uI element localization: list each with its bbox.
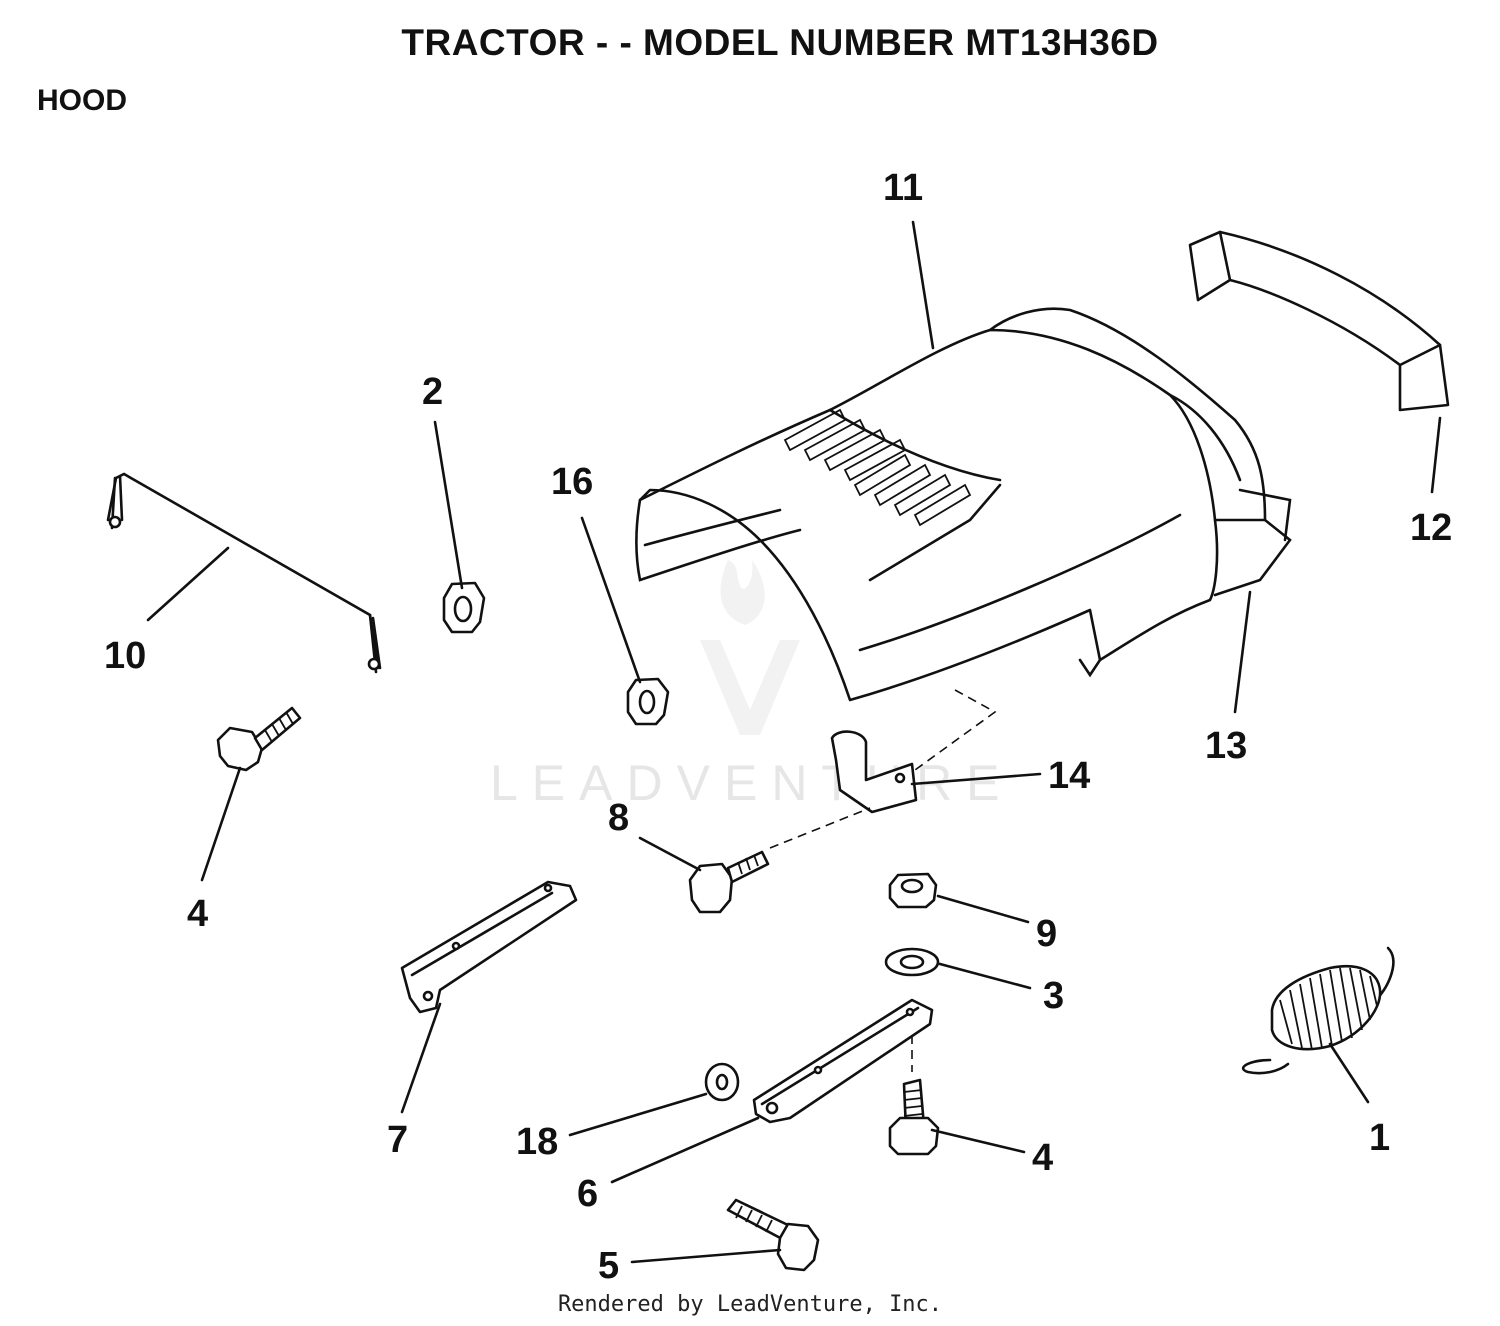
callout-1: 1 (1369, 1117, 1390, 1159)
callout-8: 8 (608, 797, 629, 839)
section-title: HOOD (37, 84, 127, 117)
callout-12: 12 (1410, 507, 1452, 549)
clip-bracket-part[interactable] (830, 730, 918, 814)
washer-part-3[interactable] (884, 947, 940, 977)
washer-part-18[interactable] (704, 1062, 740, 1102)
bolt-part-5[interactable] (726, 1198, 820, 1272)
nut-part[interactable] (442, 581, 486, 634)
watermark-logo (700, 560, 800, 735)
bracket-part-7[interactable] (400, 880, 578, 1014)
callout-4-lower: 4 (1032, 1137, 1053, 1179)
assembly-leader-lines (769, 689, 997, 1072)
bolt-part-8[interactable] (688, 850, 770, 914)
callout-7: 7 (387, 1119, 408, 1161)
callout-16: 16 (551, 461, 593, 503)
support-rod-part[interactable] (106, 472, 382, 674)
link-bar-part-6[interactable] (752, 998, 934, 1124)
bolt-part-lower[interactable] (888, 1078, 940, 1156)
callout-4-upper: 4 (187, 893, 208, 935)
hood-part[interactable] (634, 307, 1292, 702)
footer-credit: Rendered by LeadVenture, Inc. (557, 1292, 943, 1317)
callout-leader-lines (146, 220, 1442, 1264)
nut-part-16[interactable] (626, 677, 670, 726)
callout-18: 18 (516, 1121, 558, 1163)
callout-6: 6 (577, 1173, 598, 1215)
bolt-part-upper-left[interactable] (216, 706, 302, 772)
callout-9: 9 (1036, 913, 1057, 955)
page-title: TRACTOR - - MODEL NUMBER MT13H36D (401, 22, 1159, 63)
nut-part-9[interactable] (888, 872, 938, 909)
callout-2: 2 (422, 371, 443, 413)
callout-13: 13 (1205, 725, 1247, 767)
spring-part[interactable] (1241, 946, 1395, 1075)
callout-3: 3 (1043, 975, 1064, 1017)
callout-14: 14 (1048, 755, 1090, 797)
callout-10: 10 (104, 635, 146, 677)
callout-11: 11 (883, 167, 923, 209)
trim-strip-part[interactable] (1188, 230, 1450, 412)
callout-5: 5 (598, 1245, 619, 1287)
